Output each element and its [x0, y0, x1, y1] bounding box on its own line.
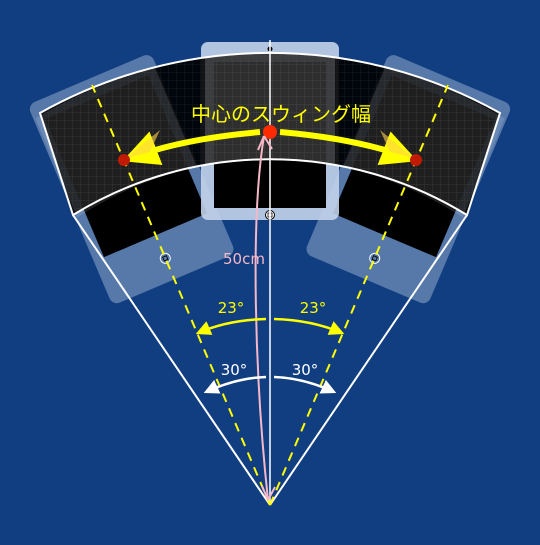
swing-arrow — [118, 125, 422, 166]
angle-outer-left-label: 30° — [221, 361, 248, 379]
angle-inner-left-label: 23° — [218, 299, 245, 317]
radius-arrow — [254, 135, 276, 501]
angle-outer-right-label: 30° — [292, 361, 319, 379]
inner-angle-arcs — [195, 317, 345, 335]
swing-width-title: 中心のスウィング幅 — [191, 102, 371, 126]
right-endpoint-dot — [410, 154, 422, 166]
sector-lines — [72, 40, 468, 506]
outer-angle-arcs — [203, 375, 337, 394]
angle-inner-right-label: 23° — [300, 299, 327, 317]
left-endpoint-dot — [118, 154, 130, 166]
radius-label: 50cm — [223, 250, 265, 268]
center-dot — [263, 125, 277, 139]
